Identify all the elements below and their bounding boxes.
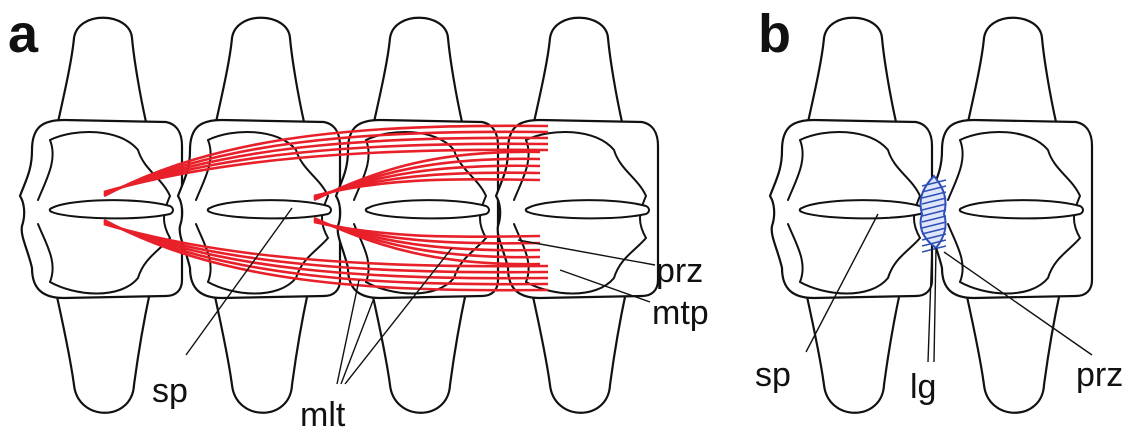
panel-letter-b: b: [758, 4, 791, 64]
label-lg: lg: [910, 368, 936, 406]
vertebra-a1: [20, 18, 182, 413]
vertebra-a3: [336, 18, 498, 413]
panel-letter-a: a: [8, 4, 39, 64]
vertebra-b1: [770, 18, 932, 413]
label-prz-a: prz: [656, 252, 703, 290]
vertebra-a4: [496, 18, 658, 413]
panel-b: b sp lg prz: [755, 4, 1123, 413]
panel-a: a sp mlt prz mtp: [8, 4, 709, 434]
label-mtp: mtp: [652, 294, 709, 332]
label-sp-b: sp: [755, 356, 791, 394]
vertebra-a2: [178, 18, 340, 413]
label-sp: sp: [152, 372, 188, 410]
label-mlt: mlt: [300, 396, 346, 434]
vertebra-b2: [930, 18, 1092, 413]
leader-mlt-1: [337, 280, 359, 384]
label-prz-b: prz: [1076, 356, 1123, 394]
leader-lg-2: [934, 248, 936, 362]
